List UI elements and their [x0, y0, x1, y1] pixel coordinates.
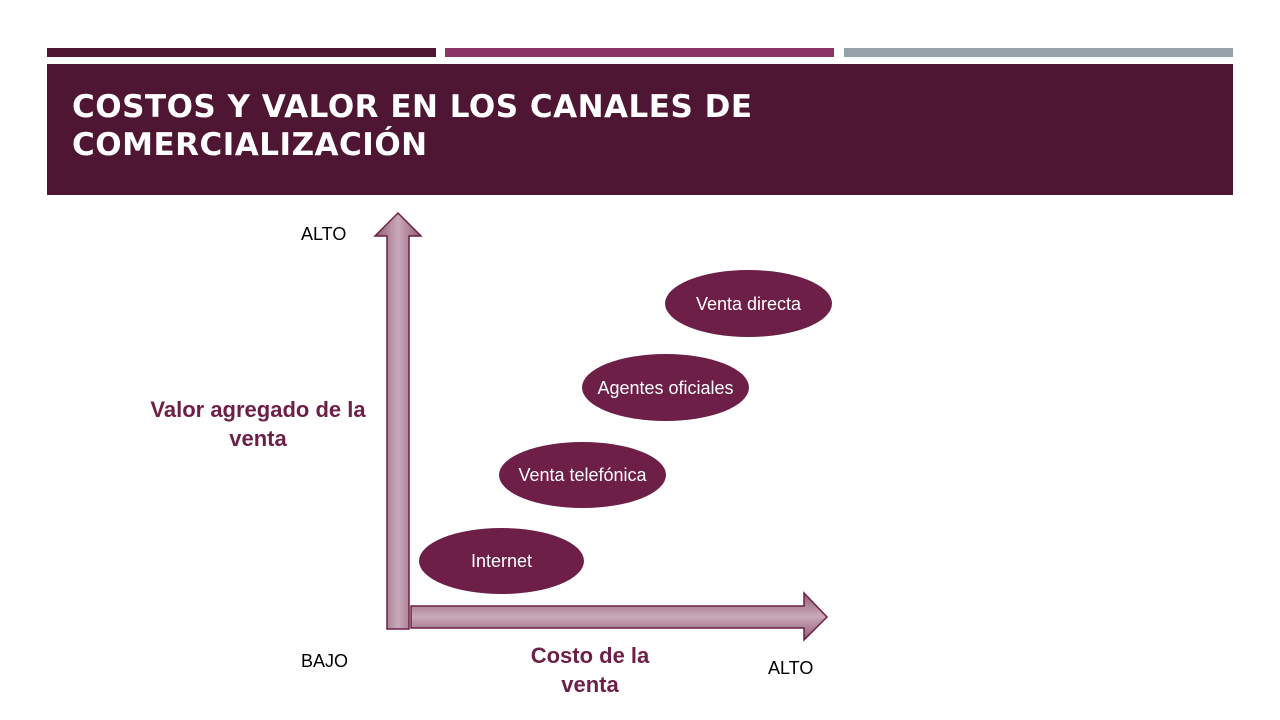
- channel-node-agentes-oficiales: Agentes oficiales: [582, 354, 749, 421]
- x-axis-low-label: BAJO: [301, 651, 349, 671]
- y-axis-high-label: ALTO: [301, 224, 347, 244]
- title-band: COSTOS Y VALOR EN LOS CANALES DE COMERCI…: [47, 64, 1233, 195]
- x-axis-arrow: [410, 591, 829, 642]
- y-axis-arrow: [373, 211, 423, 630]
- accent-bar-magenta: [445, 48, 834, 57]
- channel-label: Agentes oficiales: [597, 377, 734, 398]
- x-axis-high-label: ALTO: [768, 658, 814, 678]
- channel-node-venta-telefonica: Venta telefónica: [499, 442, 666, 508]
- y-axis-title: Valor agregado de la venta: [150, 397, 366, 451]
- channel-node-internet: Internet: [419, 528, 584, 594]
- channel-node-venta-directa: Venta directa: [665, 270, 832, 337]
- channel-label: Venta telefónica: [518, 465, 647, 485]
- accent-bar-gray: [844, 48, 1233, 57]
- accent-bar-dark: [47, 48, 436, 57]
- channel-label: Internet: [470, 551, 533, 571]
- slide-title: COSTOS Y VALOR EN LOS CANALES DE COMERCI…: [72, 89, 753, 163]
- channel-label: Venta directa: [695, 293, 802, 314]
- x-axis-title: Costo de la venta: [530, 643, 650, 697]
